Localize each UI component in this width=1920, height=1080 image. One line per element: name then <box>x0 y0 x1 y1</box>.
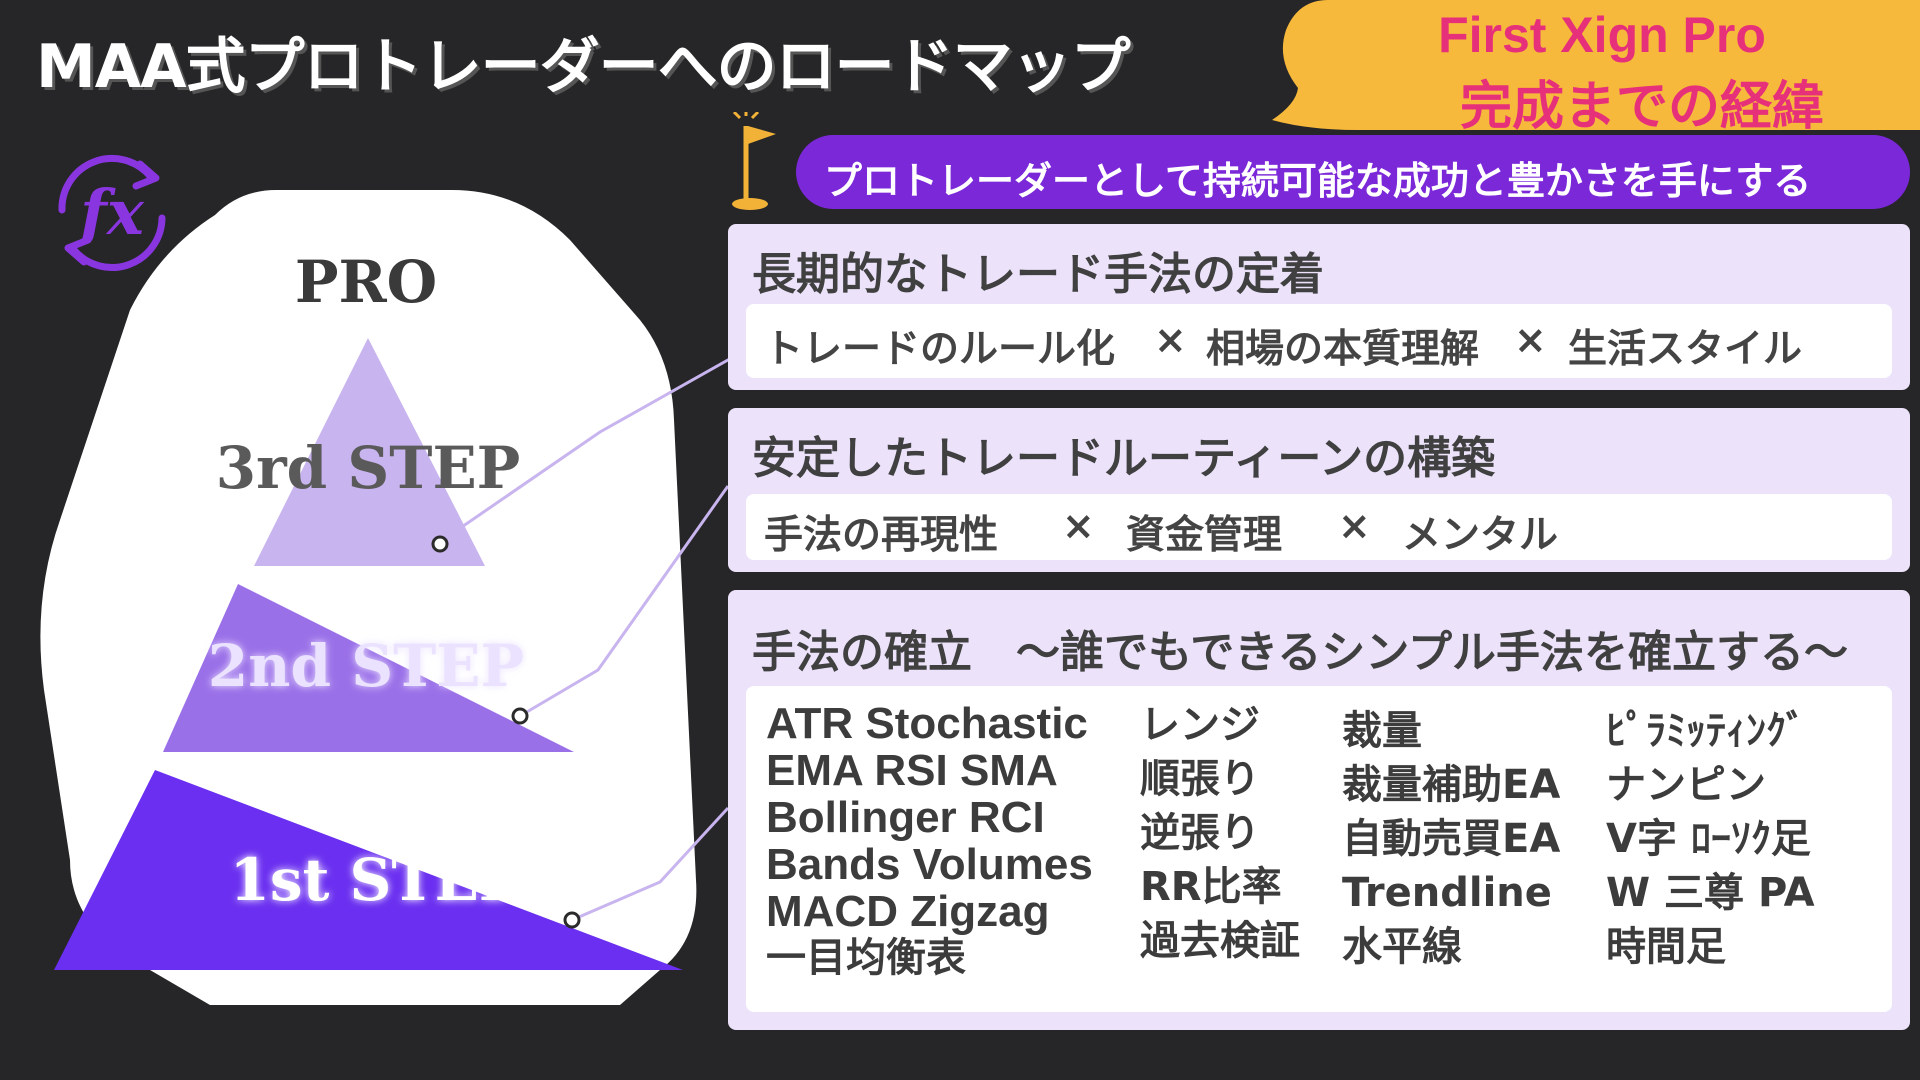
list-item: Bollinger RCI <box>766 793 1045 842</box>
list-item: MACD Zigzag <box>766 887 1050 936</box>
list-item: 逆張り <box>1140 810 1260 856</box>
list-item: 自動売買EA <box>1342 816 1561 862</box>
list-item: 過去検証 <box>1140 918 1300 964</box>
list-item: ﾋﾟﾗﾐｯﾃｨﾝｸﾞ <box>1606 708 1806 754</box>
list-item: W 三尊 PA <box>1606 870 1815 916</box>
trade-style-list: レンジ 順張り 逆張り RR比率 過去検証 <box>1140 702 1300 972</box>
connector-step2 <box>519 485 730 718</box>
long-term-item-1: トレードのルール化 <box>764 327 1116 372</box>
pro-label: PRO <box>295 248 437 316</box>
goal-text: プロトレーダーとして持続可能な成功と豊かさを手にする <box>824 159 1812 203</box>
times-symbol: × <box>1154 318 1187 363</box>
bubble-title-line2: 完成までの経緯 <box>1459 77 1824 137</box>
goal-banner: プロトレーダーとして持続可能な成功と豊かさを手にする <box>796 135 1910 209</box>
list-item: EMA RSI SMA <box>766 746 1058 795</box>
list-item: 一目均衡表 <box>766 935 966 981</box>
routine-card: 安定したトレードルーティーンの構築 手法の再現性 × 資金管理 × メンタル <box>728 408 1910 572</box>
fx-logo-text: fx <box>76 176 145 249</box>
list-item: Bands Volumes <box>766 840 1093 889</box>
list-item: 時間足 <box>1606 924 1726 970</box>
list-item: RR比率 <box>1140 864 1282 910</box>
speech-bubble <box>1272 0 1920 130</box>
long-term-items: トレードのルール化 × 相場の本質理解 × 生活スタイル <box>746 304 1892 378</box>
list-item: V字 ﾛｰｿｸ足 <box>1606 816 1811 862</box>
method-items: ATR Stochastic EMA RSI SMA Bollinger RCI… <box>746 686 1892 1012</box>
routine-items: 手法の再現性 × 資金管理 × メンタル <box>746 494 1892 560</box>
technique-list: ﾋﾟﾗﾐｯﾃｨﾝｸﾞ ナンピン V字 ﾛｰｿｸ足 W 三尊 PA 時間足 <box>1606 708 1815 978</box>
routine-title: 安定したトレードルーティーンの構築 <box>752 433 1496 484</box>
flag-icon <box>732 112 776 210</box>
step2-label: 2nd STEP <box>208 632 524 700</box>
step2-dot <box>511 707 529 725</box>
bubble-title-line1: First Xign Pro <box>1438 7 1766 63</box>
method-card: 手法の確立 ～誰でもできるシンプル手法を確立する～ ATR Stochastic… <box>728 590 1910 1030</box>
routine-item-1: 手法の再現性 <box>764 513 999 558</box>
times-symbol: × <box>1062 504 1095 549</box>
step3-label: 3rd STEP <box>216 434 521 502</box>
step1-layer <box>54 770 683 970</box>
list-item: 順張り <box>1140 756 1260 802</box>
fx-icon: fx <box>58 155 166 271</box>
long-term-title: 長期的なトレード手法の定着 <box>752 249 1324 300</box>
step3-layer <box>254 338 485 566</box>
list-item: ATR Stochastic <box>766 699 1088 748</box>
long-term-card: 長期的なトレード手法の定着 トレードのルール化 × 相場の本質理解 × 生活スタ… <box>728 224 1910 390</box>
list-item: 水平線 <box>1342 924 1462 970</box>
list-item: 裁量補助EA <box>1342 762 1561 808</box>
list-item: 裁量 <box>1342 708 1422 754</box>
indicator-list: ATR Stochastic EMA RSI SMA Bollinger RCI… <box>766 700 1093 982</box>
list-item: ナンピン <box>1606 762 1766 808</box>
routine-item-2: 資金管理 <box>1126 513 1283 558</box>
long-term-item-3: 生活スタイル <box>1568 327 1803 372</box>
execution-list: 裁量 裁量補助EA 自動売買EA Trendline 水平線 <box>1342 708 1560 978</box>
times-symbol: × <box>1338 504 1371 549</box>
routine-item-3: メンタル <box>1402 513 1559 558</box>
page-title: MAA式プロトレーダーへのロードマップ <box>36 32 1131 102</box>
list-item: レンジ <box>1140 702 1260 748</box>
list-item: Trendline <box>1342 870 1552 916</box>
step3-dot <box>431 535 449 553</box>
connector-step3 <box>439 354 736 544</box>
long-term-item-2: 相場の本質理解 <box>1206 327 1480 372</box>
method-title: 手法の確立 ～誰でもできるシンプル手法を確立する～ <box>752 627 1849 678</box>
connector-step1 <box>571 806 730 922</box>
step1-label: 1st STEP <box>230 846 523 914</box>
times-symbol: × <box>1514 318 1547 363</box>
step1-dot <box>563 911 581 929</box>
step2-layer <box>163 584 574 752</box>
